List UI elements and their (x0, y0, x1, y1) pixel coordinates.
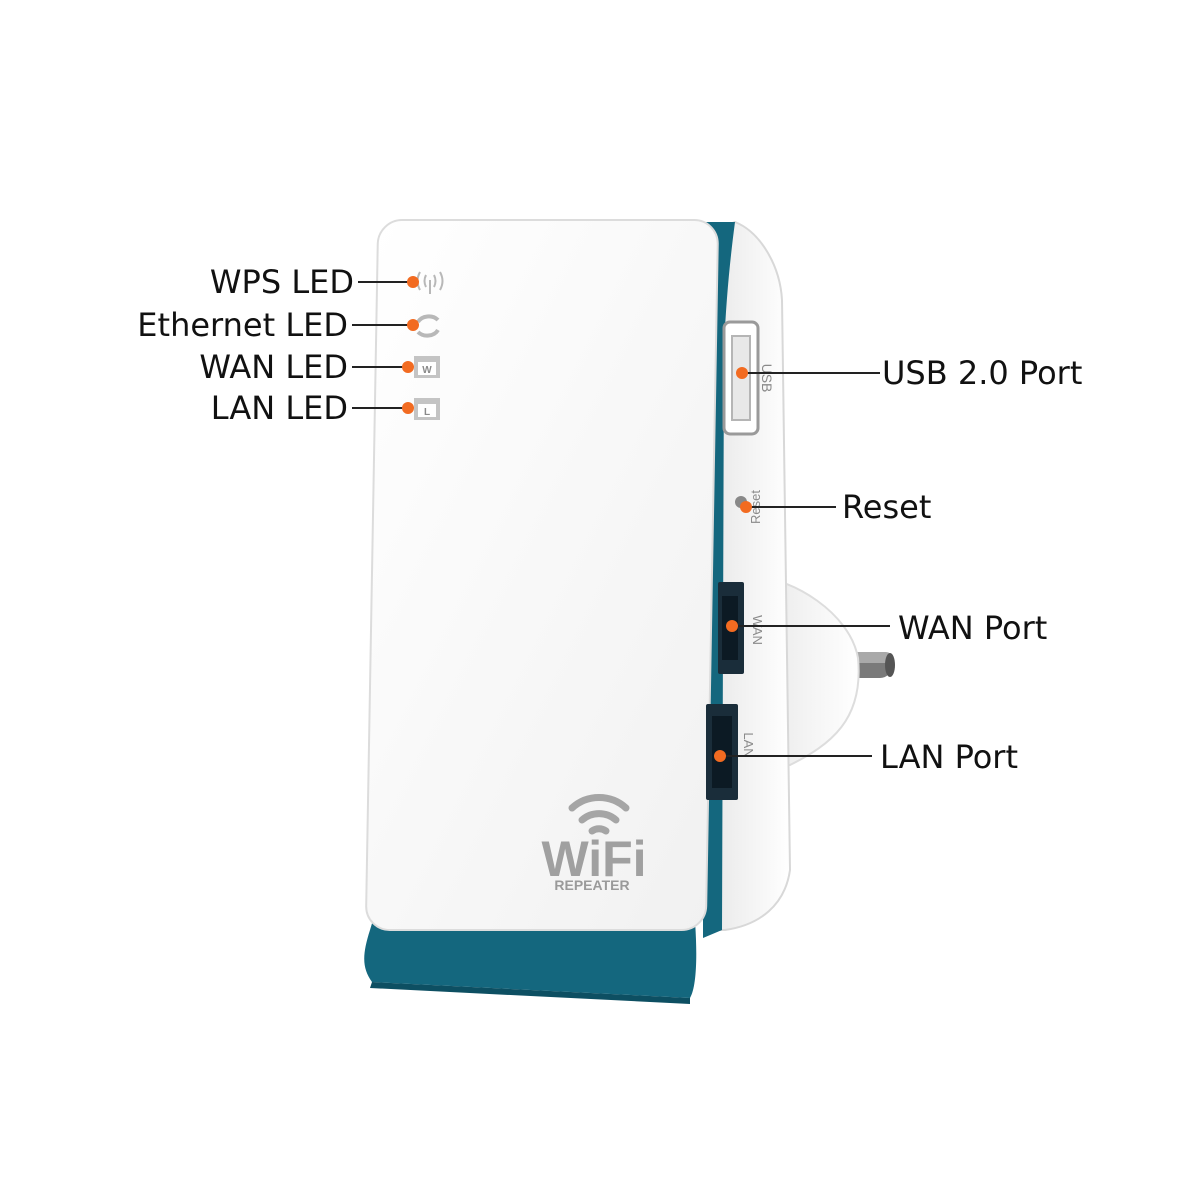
marker-wan-led (402, 361, 414, 373)
label-wan-led: WAN LED (199, 348, 348, 386)
label-wps-led: WPS LED (209, 263, 354, 301)
ethernet-led-icon (416, 314, 440, 338)
wan-led-icon (414, 356, 440, 378)
wan-led-letter: W (422, 365, 432, 376)
label-usb-port: USB 2.0 Port (882, 354, 1083, 392)
wps-led-icon (416, 271, 444, 294)
marker-reset (740, 501, 752, 513)
leader-lines (352, 281, 890, 757)
label-ethernet-led: Ethernet LED (137, 306, 348, 344)
marker-usb (736, 367, 748, 379)
side-label-wan: WAN (750, 615, 765, 645)
label-lan-led: LAN LED (210, 389, 348, 427)
label-reset: Reset (842, 488, 932, 526)
marker-lan-led (402, 402, 414, 414)
device-front-face (365, 219, 719, 931)
side-label-usb: USB (759, 364, 775, 393)
wifi-signal-icon (568, 794, 630, 835)
marker-wan-port (726, 620, 738, 632)
callout-markers (402, 276, 752, 762)
label-wan-port: WAN Port (898, 609, 1048, 647)
marker-wps (407, 276, 419, 288)
marker-ethernet (407, 319, 419, 331)
stand-shadow (370, 982, 690, 1004)
lan-led-letter: L (424, 407, 430, 418)
logo-wifi-text: WiFi (541, 831, 646, 887)
side-label-lan: LAN (741, 732, 756, 757)
lan-led-icon (414, 398, 440, 420)
marker-lan-port (714, 750, 726, 762)
label-lan-port: LAN Port (880, 738, 1018, 776)
logo-repeater-text: REPEATER (554, 877, 629, 893)
